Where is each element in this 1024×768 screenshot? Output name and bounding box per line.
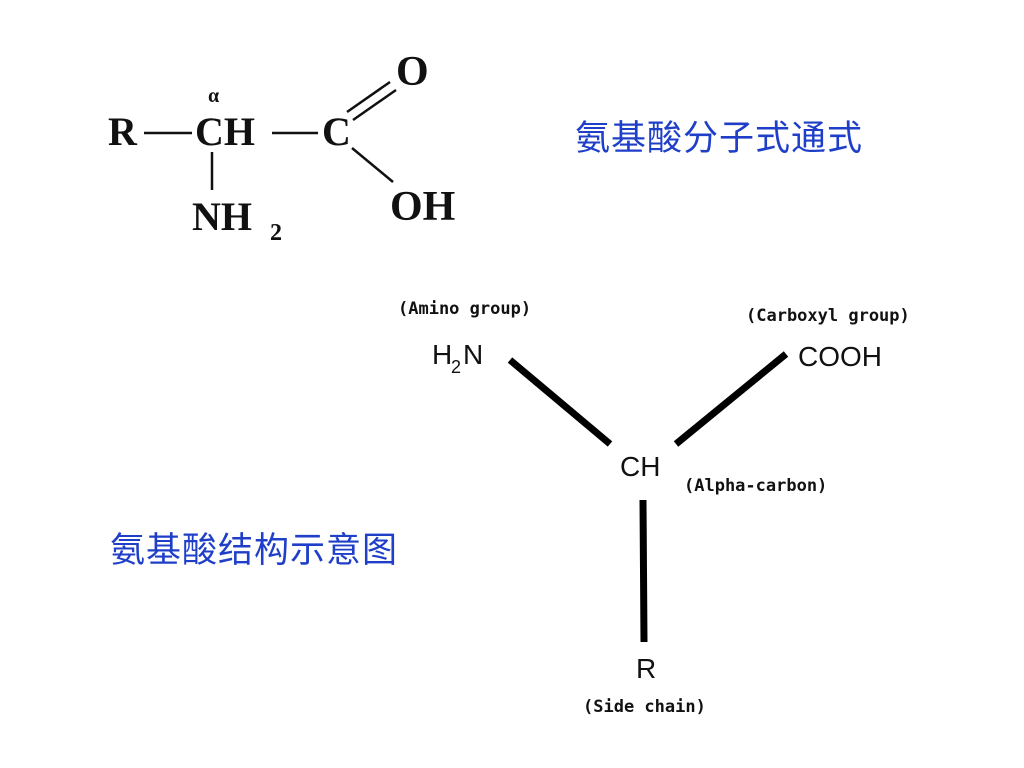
- side-chain-label: (Side chain): [583, 697, 706, 717]
- amino-atom-h: H: [432, 339, 452, 370]
- carboxyl-group-label: (Carboxyl group): [746, 306, 910, 326]
- formula-double-bond-b: [352, 88, 397, 122]
- structure-svg: (Amino group) H 2 N (Carboxyl group) COO…: [398, 299, 910, 717]
- formula-double-bond-a: [346, 80, 391, 114]
- amino-atom-n: N: [463, 339, 483, 370]
- amino-acid-structure-diagram: (Amino group) H 2 N (Carboxyl group) COO…: [380, 280, 960, 720]
- formula-oh: OH: [390, 184, 455, 230]
- formula-nh: NH: [192, 194, 252, 239]
- formula-c: C: [322, 109, 351, 154]
- formula-alpha: α: [208, 85, 219, 107]
- formula-ch: CH: [195, 109, 255, 154]
- carboxyl-atom: COOH: [798, 341, 882, 372]
- side-chain-atom: R: [636, 653, 656, 684]
- caption-structure-diagram: 氨基酸结构示意图: [110, 531, 399, 571]
- formula-r: R: [108, 109, 138, 154]
- amino-atom-sub: 2: [451, 357, 461, 377]
- alpha-carbon-label: (Alpha-carbon): [684, 476, 827, 496]
- caption-general-formula: 氨基酸分子式通式: [575, 119, 864, 159]
- formula-bond-c-oh: [351, 147, 394, 183]
- bond-alpha-side-chain: [639, 499, 648, 643]
- bond-amino-alpha: [507, 357, 613, 447]
- amino-acid-general-formula: R α CH C O OH NH 2: [100, 40, 480, 250]
- formula-nh-sub: 2: [270, 220, 282, 246]
- formula-svg: R α CH C O OH NH 2: [108, 49, 455, 246]
- alpha-carbon-atom: CH: [620, 451, 660, 482]
- bond-carboxyl-alpha: [673, 351, 789, 447]
- formula-o: O: [396, 49, 429, 95]
- amino-group-label: (Amino group): [398, 299, 531, 319]
